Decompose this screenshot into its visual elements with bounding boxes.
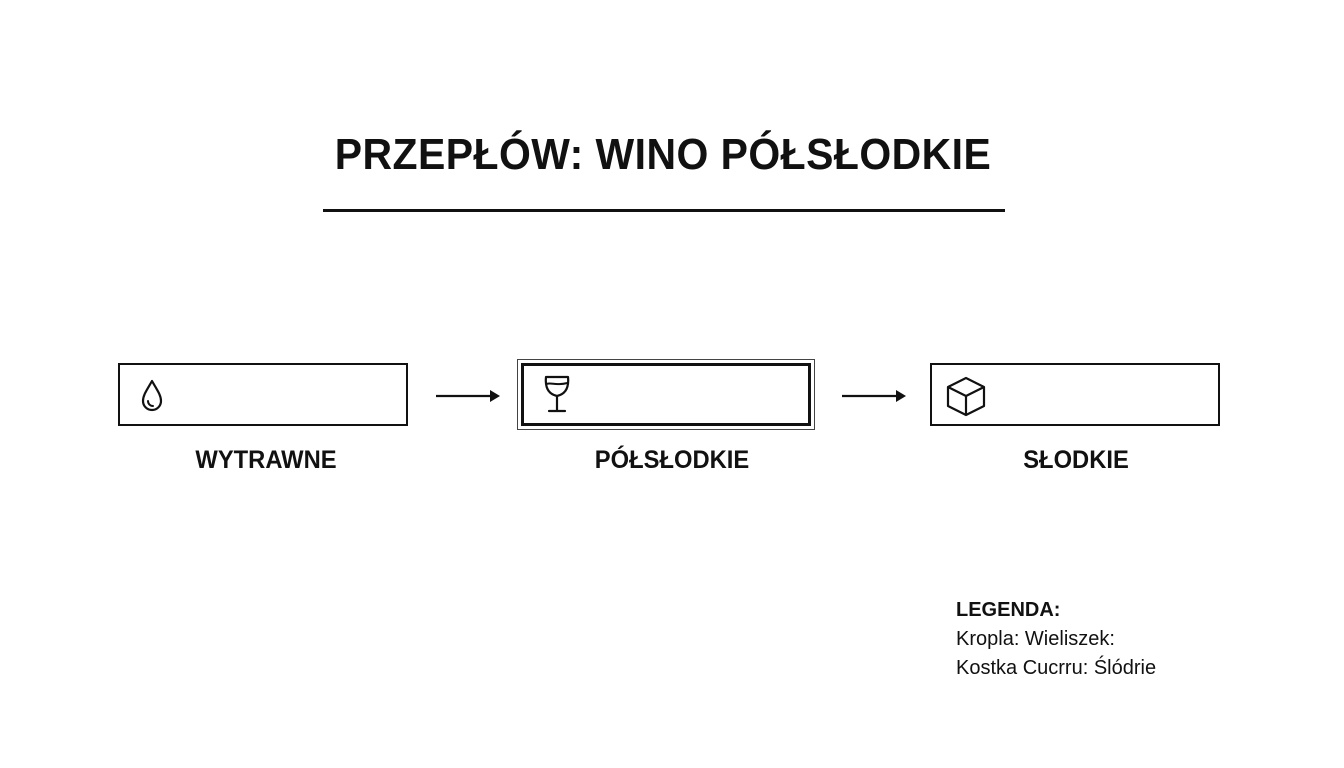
legend-line: Kropla: Wieliszek: — [956, 628, 1115, 650]
stage-label-semi-sweet: PÓŁSŁODKIE — [594, 446, 750, 474]
title-underline — [323, 209, 1005, 212]
diagram-title: PRZEPŁÓW: WINO PÓŁSŁODKIE — [334, 130, 992, 179]
stage-label-sweet: SŁODKIE — [1023, 446, 1129, 474]
legend-title: LEGENDA: — [956, 599, 1061, 621]
sugar-cube-icon — [946, 376, 986, 417]
flow-arrow-icon — [436, 390, 500, 402]
stage-box-dry — [118, 363, 408, 426]
flow-arrow-icon — [842, 390, 906, 402]
droplet-icon — [141, 379, 163, 412]
stage-box-sweet — [930, 363, 1220, 426]
legend-line: Kostka Cucrru: Ślódrie — [956, 657, 1157, 679]
wine-glass-icon — [544, 375, 570, 413]
stage-box-semi-sweet — [517, 359, 815, 430]
legend: LEGENDA: Kropla: Wieliszek: Kostka Cucrr… — [956, 596, 1156, 683]
stage-label-dry: WYTRAWNE — [195, 446, 337, 474]
